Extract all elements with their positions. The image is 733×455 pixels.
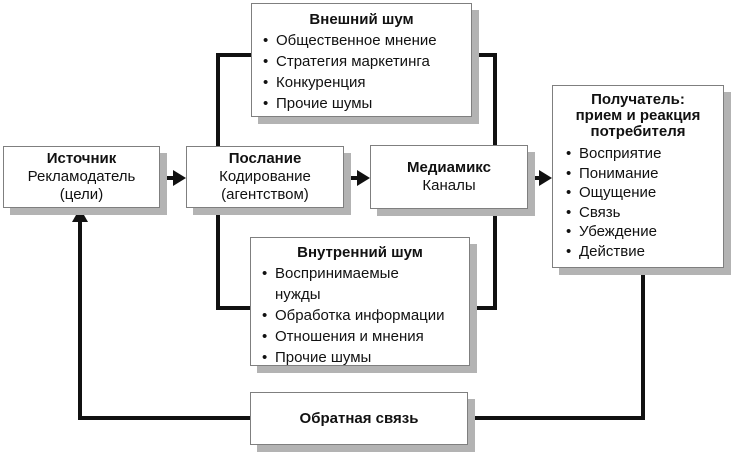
list-item-label: Воспринимаемые нужды (275, 265, 399, 303)
flow-arrowhead-media-to-receiver (539, 170, 552, 186)
list-item-label: Отношения и мнения (275, 328, 424, 345)
list-item-label: Восприятие (579, 145, 662, 162)
box-message-line: (агентством) (221, 186, 309, 203)
feedback-line-right-horizontal (467, 416, 645, 420)
box-receiver-title: Получатель: (591, 91, 685, 108)
box-external-noise-title: Внешний шум (309, 11, 414, 28)
internal-noise-item-list: Воспринимаемые нужды Обработка информаци… (251, 263, 469, 368)
list-item: Воспринимаемые нужды (262, 263, 464, 305)
feedback-line-receiver-vertical (641, 267, 645, 420)
list-item-label: Конкуренция (276, 74, 366, 91)
box-receiver: Получатель: прием и реакция потребителя … (552, 85, 724, 268)
box-source-line: (цели) (59, 186, 104, 203)
noise-line-external-right-horizontal (471, 53, 497, 57)
box-media-mix-title: Медиамикс (407, 159, 491, 176)
noise-line-internal-right-horizontal (469, 306, 497, 310)
list-item-label: Связь (579, 203, 621, 221)
list-item-label: Ощущение (579, 184, 657, 201)
box-source-title: Источник (46, 150, 117, 167)
box-feedback: Обратная связь (250, 392, 468, 445)
list-item: Отношения и мнения (262, 326, 464, 347)
list-item: Связь (566, 203, 718, 223)
flow-shaft-source-to-message (159, 176, 174, 180)
list-item: Прочие шумы (262, 347, 464, 368)
feedback-line-left-horizontal (78, 416, 251, 420)
box-media-mix: Медиамикс Каналы (370, 145, 528, 209)
list-item: Стратегия маркетинга (263, 51, 466, 72)
list-item-label: Действие (579, 242, 645, 260)
list-item-label: Прочие шумы (275, 349, 372, 366)
box-message-line: Кодирование (219, 168, 311, 185)
box-external-noise: Внешний шум Общественное мнение Стратеги… (251, 3, 472, 117)
flow-shaft-message-to-media (343, 176, 358, 180)
box-internal-noise: Внутренний шум Воспринимаемые нужды Обра… (250, 237, 470, 366)
list-item-label: Общественное мнение (276, 32, 437, 49)
feedback-arrowhead-into-source (72, 208, 88, 222)
flow-arrowhead-message-to-media (357, 170, 370, 186)
box-feedback-title: Обратная связь (299, 409, 419, 427)
list-item: Ощущение (566, 183, 718, 203)
feedback-line-up-vertical (78, 219, 82, 420)
list-item: Понимание (566, 164, 718, 184)
box-media-mix-line: Каналы (422, 177, 476, 194)
list-item: Действие (566, 242, 718, 262)
noise-line-external-left-horizontal (216, 53, 252, 57)
list-item: Убеждение (566, 222, 718, 242)
list-item: Прочие шумы (263, 93, 466, 114)
flow-arrowhead-source-to-message (173, 170, 186, 186)
box-message: Послание Кодирование (агентством) (186, 146, 344, 208)
external-noise-item-list: Общественное мнение Стратегия маркетинга… (252, 30, 471, 114)
box-message-title: Послание (228, 150, 302, 167)
list-item-label: Убеждение (579, 223, 657, 240)
list-item: Восприятие (566, 144, 718, 164)
list-item-label: Обработка информации (275, 307, 445, 324)
noise-line-internal-left-horizontal (216, 306, 251, 310)
box-receiver-title: потребителя (590, 123, 686, 140)
list-item: Общественное мнение (263, 30, 466, 51)
flow-shaft-media-to-receiver (527, 176, 540, 180)
receiver-item-list: Восприятие Понимание Ощущение Связь Убеж… (553, 144, 723, 261)
box-receiver-title: прием и реакция (575, 107, 701, 124)
box-internal-noise-title: Внутренний шум (297, 244, 423, 261)
list-item-label: Понимание (579, 164, 659, 182)
box-source-line: Рекламодатель (27, 168, 136, 185)
list-item-label: Прочие шумы (276, 95, 373, 112)
list-item: Обработка информации (262, 305, 464, 326)
list-item: Конкуренция (263, 72, 466, 93)
list-item-label: Стратегия маркетинга (276, 53, 430, 70)
box-source: Источник Рекламодатель (цели) (3, 146, 160, 208)
